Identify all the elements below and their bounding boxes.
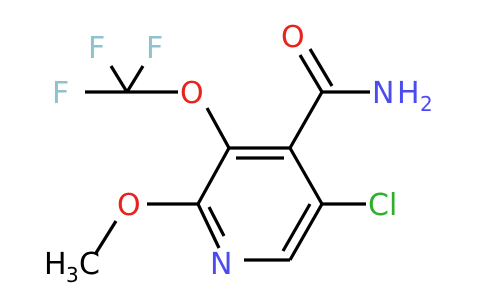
atom-methyl-h: H	[44, 247, 67, 282]
atom-o-methoxy: O	[117, 188, 141, 223]
bond-c4-c5	[288, 147, 324, 205]
bond-c2-c3	[196, 147, 231, 205]
methyl-ch3-group: H 3 C	[44, 247, 100, 287]
bond-cf3-f-top-right	[125, 65, 145, 93]
atom-ring-n: N	[210, 247, 232, 282]
bond-n-c2	[196, 203, 221, 249]
atom-o-ether-top: O	[180, 76, 204, 111]
atom-o-carbonyl: O	[281, 20, 305, 55]
atom-amide-n: N	[372, 76, 394, 111]
atom-f-left: F	[52, 76, 69, 111]
atom-methyl-c: C	[79, 247, 100, 282]
bond-o-c3	[205, 107, 231, 149]
bond-carbonyl-c-o-double	[308, 48, 334, 87]
atom-labels: F F F O O N H 2 N Cl O H 3 C	[44, 20, 433, 287]
bond-c5-c6-double	[281, 203, 312, 252]
amide-nh2-group: N H 2	[372, 76, 433, 116]
atom-methyl-h-count: 3	[66, 263, 79, 287]
bond-c4-carbonyl-c	[288, 91, 324, 149]
atom-cl: Cl	[368, 188, 397, 223]
atom-amide-h-count: 2	[420, 92, 433, 116]
bond-cf3-f-top-left	[109, 65, 129, 93]
bonds	[85, 48, 370, 262]
bond-n-c2-double	[207, 206, 226, 237]
atom-f-top-left: F	[88, 31, 105, 66]
atom-amide-h: H	[397, 76, 420, 111]
atom-f-top-right: F	[146, 31, 163, 66]
bond-carbonyl-c-o	[298, 54, 324, 93]
bond-c5-c6	[288, 203, 324, 261]
bond-o-methyl	[94, 220, 118, 254]
